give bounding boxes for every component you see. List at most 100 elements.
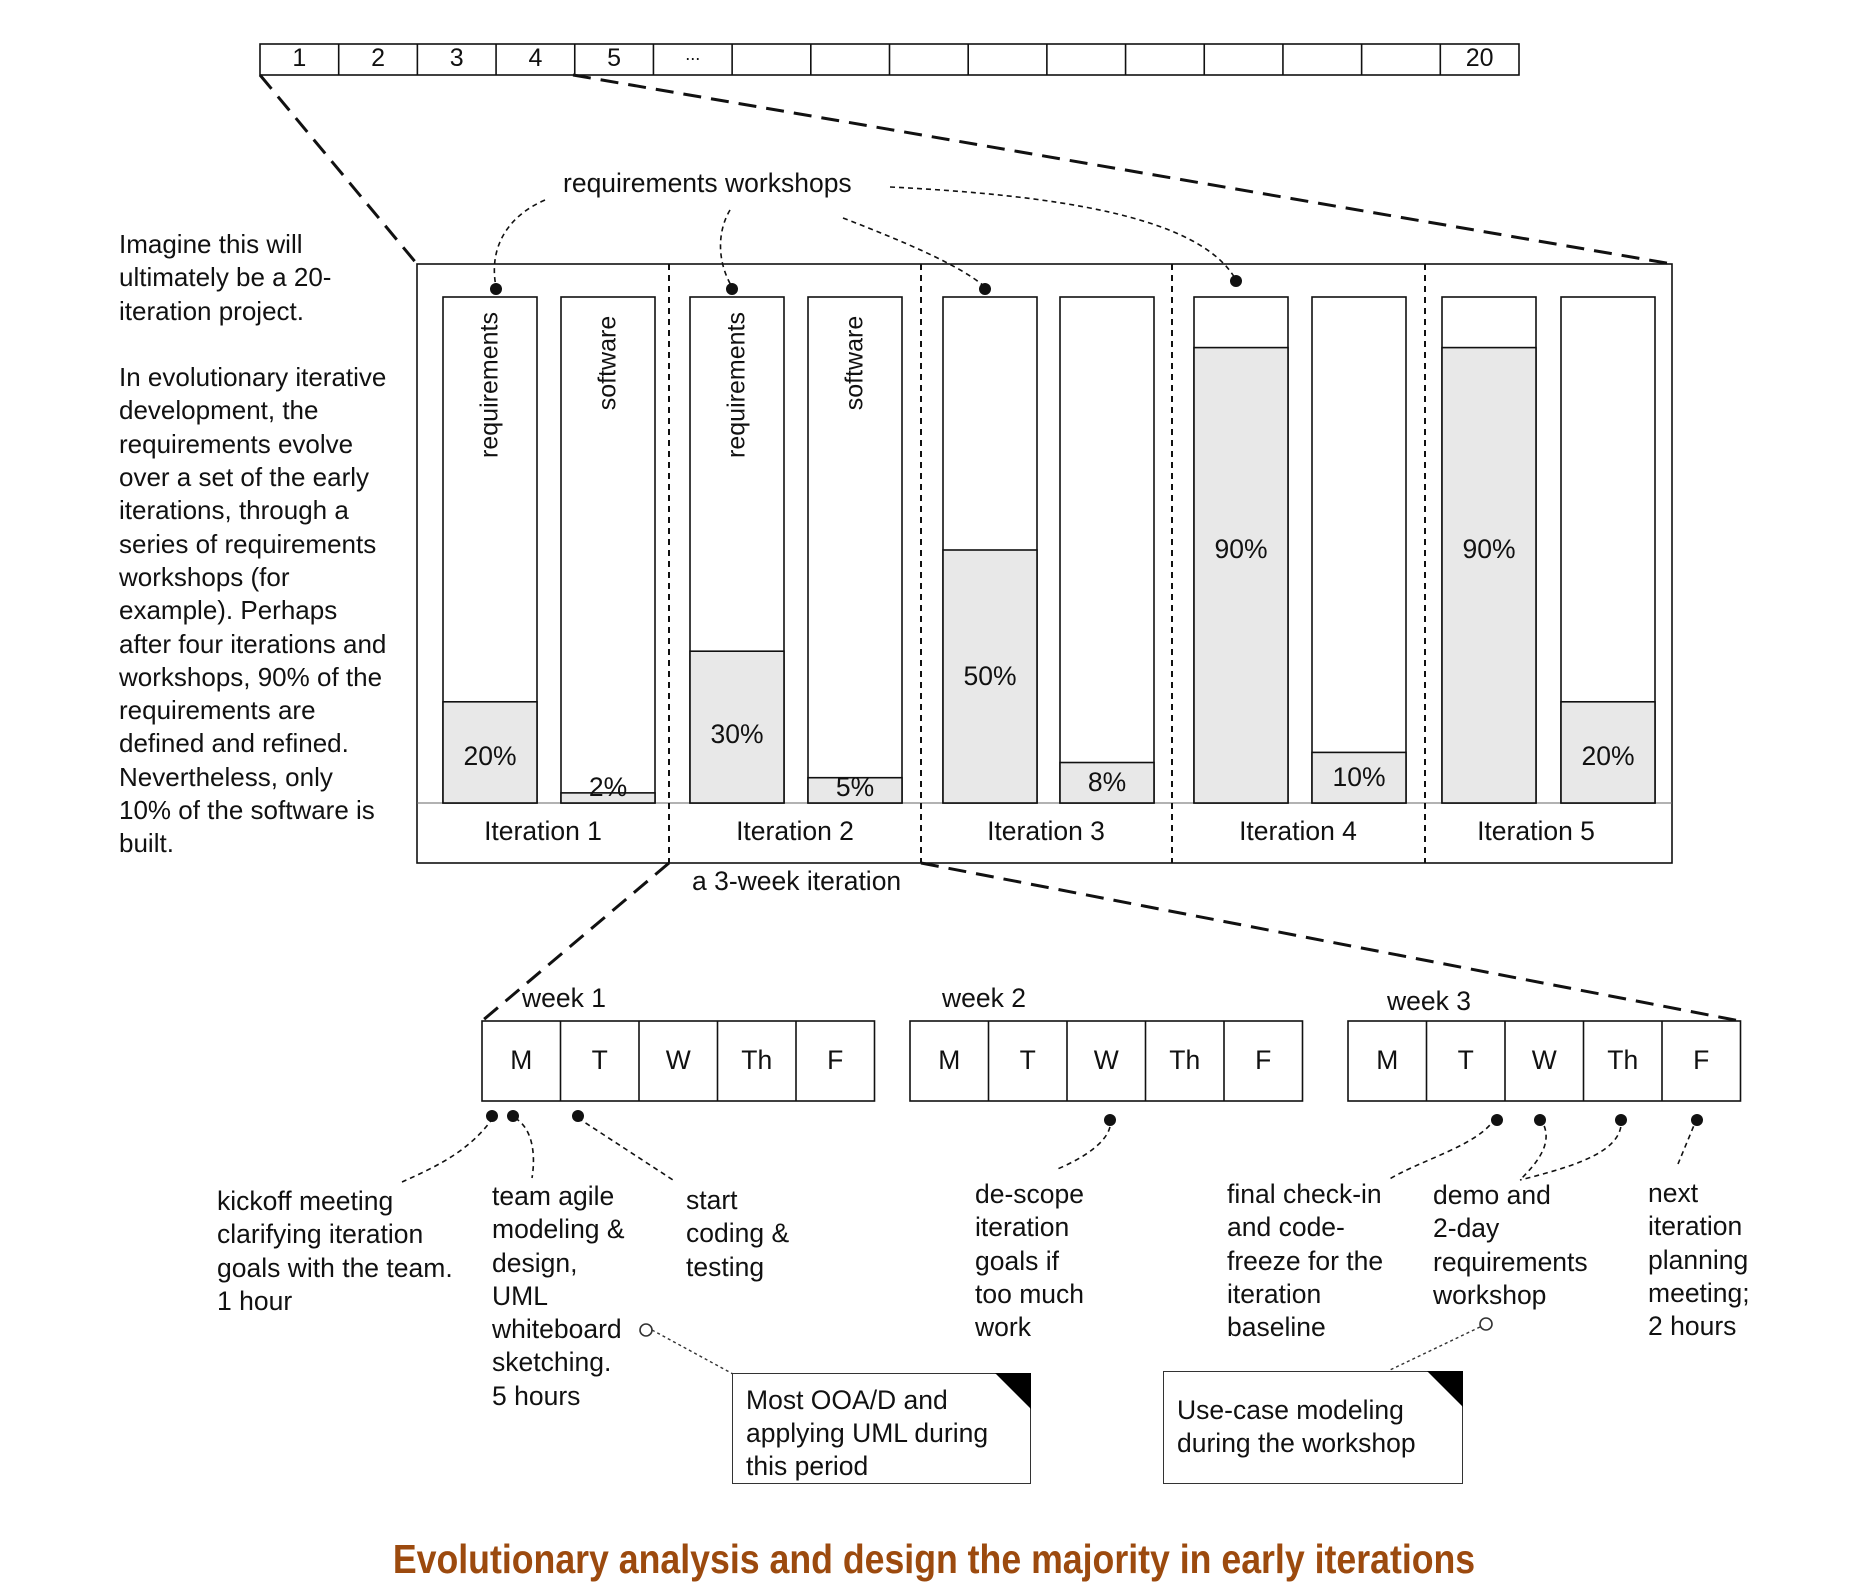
iteration-1-software-percent: 2% — [588, 772, 628, 802]
connector — [493, 199, 546, 288]
week-1-day-m: M — [510, 1045, 533, 1075]
iteration-3-label: Iteration 3 — [987, 816, 1105, 846]
week-2-day-w: W — [1093, 1045, 1119, 1075]
iteration-1-requirements-percent: 20% — [463, 741, 517, 772]
workshops-label: requirements workshops — [563, 168, 852, 198]
week-3-day-th: Th — [1607, 1045, 1639, 1075]
note-usecase-text: Use-case modeling during the workshop — [1177, 1395, 1416, 1458]
connector — [401, 1117, 494, 1183]
week-2-day-t: T — [1019, 1045, 1036, 1075]
iteration-1-software-bar — [560, 296, 656, 804]
iteration-5-label: Iteration 5 — [1477, 816, 1595, 846]
week-2-label: week 2 — [942, 983, 1026, 1013]
iteration-4-requirements-fill — [1193, 346, 1289, 804]
day-dot — [1615, 1114, 1627, 1126]
week-2-box — [909, 1020, 1304, 1102]
workshop-dot — [1230, 275, 1242, 287]
iteration-2-requirements-label: requirements — [722, 312, 751, 458]
annotation-planning: next iteration planning meeting; 2 hours — [1648, 1178, 1750, 1342]
iteration-1-software-fill — [560, 792, 656, 804]
figure-title: Evolutionary analysis and design the maj… — [392, 1536, 1476, 1582]
week-3-box — [1347, 1020, 1742, 1102]
connector — [719, 209, 733, 288]
workshop-dot — [726, 283, 738, 295]
zoom-line — [481, 861, 670, 1023]
week-1-day-w: W — [665, 1045, 691, 1075]
week-3-day-m: M — [1376, 1045, 1399, 1075]
connector — [842, 217, 986, 288]
iteration-1-software-label: software — [593, 315, 622, 411]
week-1-day-f: F — [827, 1045, 844, 1075]
iteration-2-requirements-percent: 30% — [710, 718, 764, 749]
timeline-cell-16: 20 — [1465, 44, 1494, 72]
iteration-3-software-percent: 8% — [1087, 766, 1127, 797]
week-2-day-th: Th — [1169, 1045, 1201, 1075]
iteration-2-software-fill — [807, 776, 903, 804]
annotation-modeling: team agile modeling & design, UML whiteb… — [492, 1181, 625, 1411]
iteration-2-software-bar — [807, 296, 903, 804]
iteration-5-requirements-fill — [1441, 346, 1537, 804]
week-3-day-w: W — [1531, 1045, 1557, 1075]
connector — [1387, 1117, 1496, 1181]
note-connector — [1389, 1326, 1481, 1371]
zoom-line — [572, 73, 1673, 266]
iteration-2-software-percent: 5% — [835, 772, 875, 802]
iteration-4-software-fill — [1311, 751, 1407, 804]
iteration-5-requirements-percent: 90% — [1462, 534, 1516, 564]
iterations-box — [416, 263, 1673, 864]
annotation-kickoff: kickoff meeting clarifying iteration goa… — [217, 1186, 453, 1316]
workshop-dot — [490, 283, 502, 295]
iteration-4-software-bar — [1311, 296, 1407, 804]
annotation-coding: start coding & testing — [686, 1185, 790, 1282]
week-1-label: week 1 — [522, 983, 606, 1013]
iteration-3-requirements-percent: 50% — [963, 660, 1017, 691]
note-anchor — [1479, 1317, 1493, 1331]
note-ooad-text: Most OOA/D and applying UML during this … — [746, 1385, 989, 1481]
iteration-3-software-bar — [1059, 296, 1155, 804]
week-3-day-t: T — [1457, 1045, 1474, 1075]
note-connector — [651, 1329, 734, 1375]
week-1-box — [481, 1020, 876, 1102]
note-usecase: Use-case modeling during the workshop — [1163, 1371, 1463, 1484]
side-description: Imagine this will ultimately be a 20- it… — [119, 229, 387, 859]
timeline-cell-5: 5 — [607, 44, 622, 72]
week-3-day-f: F — [1693, 1045, 1710, 1075]
week-1-day-th: Th — [741, 1045, 773, 1075]
day-dot — [486, 1110, 498, 1122]
iteration-1-requirements-fill — [442, 700, 538, 804]
note-corner — [995, 1373, 1031, 1409]
zoom-line — [920, 861, 1741, 1023]
annotation-checkin: final check-in and code- freeze for the … — [1227, 1179, 1384, 1343]
annotation-descope: de-scope iteration goals if too much wor… — [975, 1179, 1085, 1343]
day-dot — [572, 1110, 584, 1122]
three-week-label: a 3-week iteration — [692, 866, 902, 896]
annotation-demo: demo and 2-day requirements workshop — [1433, 1180, 1588, 1310]
timeline-cell-4: 4 — [528, 44, 543, 72]
week-1-day-t: T — [591, 1045, 608, 1075]
iteration-1-label: Iteration 1 — [484, 816, 602, 846]
zoom-line — [258, 74, 419, 265]
connector — [1054, 1117, 1112, 1171]
iteration-5-software-fill — [1560, 700, 1656, 804]
week-3-label: week 3 — [1387, 986, 1471, 1016]
iteration-4-label: Iteration 4 — [1239, 816, 1357, 846]
iteration-3-requirements-fill — [942, 549, 1038, 804]
note-corner — [1427, 1371, 1463, 1407]
iteration-2-software-label: software — [840, 315, 869, 411]
day-dot — [1104, 1114, 1116, 1126]
iteration-2-requirements-fill — [689, 650, 785, 804]
day-dot — [1691, 1114, 1703, 1126]
week-2-day-m: M — [938, 1045, 961, 1075]
iteration-2-label: Iteration 2 — [736, 816, 854, 846]
timeline-cell-1: 1 — [292, 44, 307, 72]
connector — [514, 1117, 535, 1179]
connector — [1519, 1117, 1547, 1181]
timeline-cell-3: 3 — [449, 44, 464, 72]
note-ooad: Most OOA/D and applying UML during this … — [732, 1373, 1031, 1484]
timeline-cell-6: ... — [685, 44, 701, 64]
connector — [577, 1117, 674, 1181]
iteration-1-requirements-label: requirements — [475, 312, 504, 458]
workshop-dot — [979, 283, 991, 295]
